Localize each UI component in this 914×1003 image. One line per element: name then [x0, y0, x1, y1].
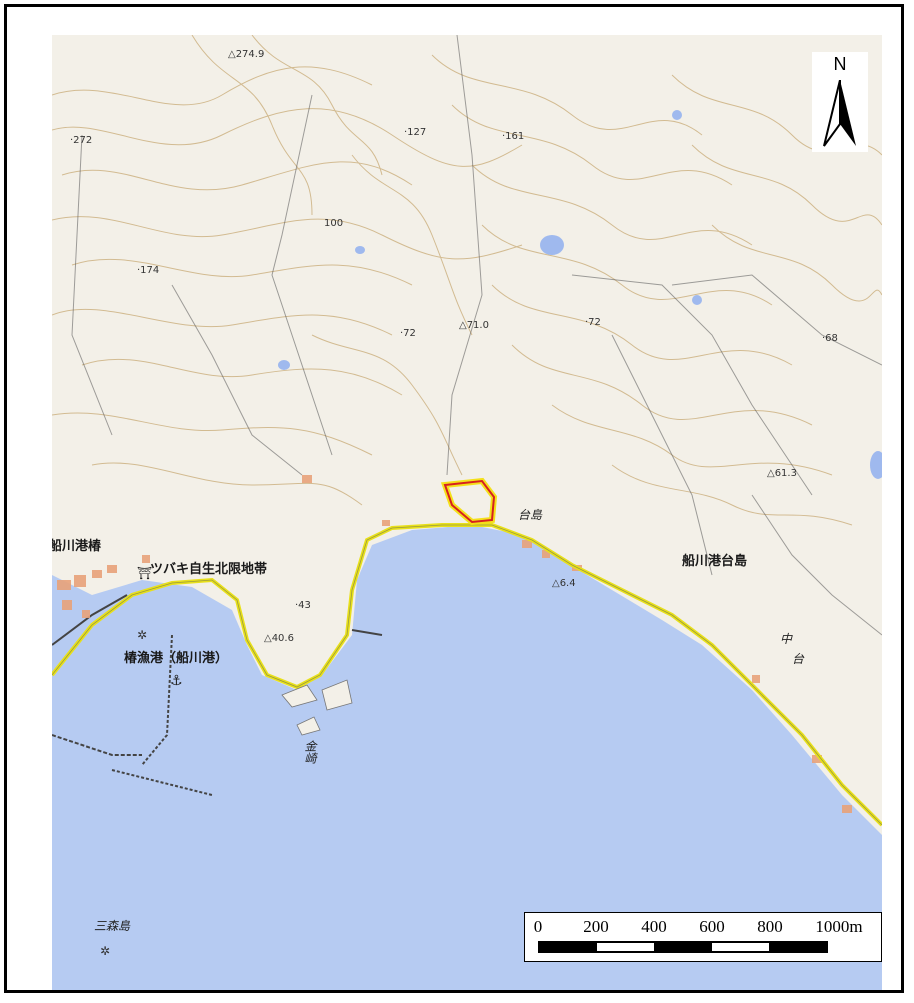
- lighthouse-icon: ✲: [137, 628, 147, 642]
- elev-161: ·161: [502, 131, 525, 142]
- label-kanazaki: 金崎: [303, 740, 317, 764]
- elev-68: ·68: [822, 333, 838, 344]
- scale-segments: [538, 941, 828, 953]
- scale-segment-4: [711, 943, 769, 951]
- north-arrow: N: [812, 52, 868, 152]
- breakwaters: [52, 594, 383, 796]
- scale-segment-5: [768, 943, 827, 951]
- shrine-icon: ⛩: [137, 566, 152, 580]
- north-label: N: [833, 54, 847, 74]
- label-tsubaki-port: 椿漁港（船川港）: [124, 651, 229, 666]
- scale-label-400: 400: [641, 917, 667, 936]
- label-funakawa-tsubaki: 船川港椿: [52, 539, 102, 554]
- label-naka: 中: [780, 632, 793, 646]
- label-funakawa-daijima: 船川港台島: [682, 554, 748, 569]
- islets: [281, 679, 353, 736]
- label-mitsumori: 三森島: [94, 919, 131, 933]
- elev-100: 100: [324, 218, 344, 229]
- town-blocks: [57, 475, 852, 813]
- elev-72a: ·72: [400, 328, 416, 339]
- trails: [71, 35, 882, 636]
- scale-segment-1: [540, 943, 598, 951]
- scale-label-800: 800: [757, 917, 783, 936]
- ponds: [278, 110, 882, 479]
- anchor-icon: ⚓: [170, 673, 183, 689]
- lighthouse-icon-2: ✲: [100, 944, 110, 958]
- scale-label-0: 0: [533, 917, 543, 936]
- scale-bar: 0 200 400 600 800 1000m: [524, 912, 882, 962]
- scale-segment-2: [597, 943, 655, 951]
- elev-61: △61.3: [767, 468, 797, 479]
- elev-174: ·174: [137, 265, 160, 276]
- elev-43: ·43: [295, 600, 311, 611]
- scale-label-1000: 1000m: [815, 917, 863, 936]
- elev-274: △274.9: [228, 49, 265, 60]
- sea: [52, 525, 882, 990]
- elev-127: ·127: [404, 127, 427, 138]
- elev-40: △40.6: [264, 633, 294, 644]
- label-dai: 台: [792, 652, 805, 666]
- scale-segment-3: [654, 943, 712, 951]
- topographic-map: ⚓ ✲ ✲ ⛩ 船川港椿 ツバキ自生北限地帯 船川港台島 椿漁港（船川港） 台島…: [52, 35, 882, 990]
- map-frame: ⚓ ✲ ✲ ⛩ 船川港椿 ツバキ自生北限地帯 船川港台島 椿漁港（船川港） 台島…: [4, 4, 904, 993]
- elev-6: △6.4: [552, 578, 576, 589]
- site-outline: [443, 479, 496, 524]
- scale-label-200: 200: [583, 917, 609, 936]
- label-daijima: 台島: [518, 508, 543, 522]
- elev-72b: ·72: [585, 317, 601, 328]
- coastal-road-edge: [52, 524, 882, 826]
- map-graphics: ⚓ ✲ ✲ ⛩: [52, 35, 882, 990]
- north-arrow-icon: [823, 80, 856, 147]
- scale-label-600: 600: [699, 917, 725, 936]
- label-tsubaki-limit: ツバキ自生北限地帯: [150, 562, 268, 577]
- elev-272: ·272: [70, 135, 93, 146]
- elev-71: △71.0: [459, 320, 489, 331]
